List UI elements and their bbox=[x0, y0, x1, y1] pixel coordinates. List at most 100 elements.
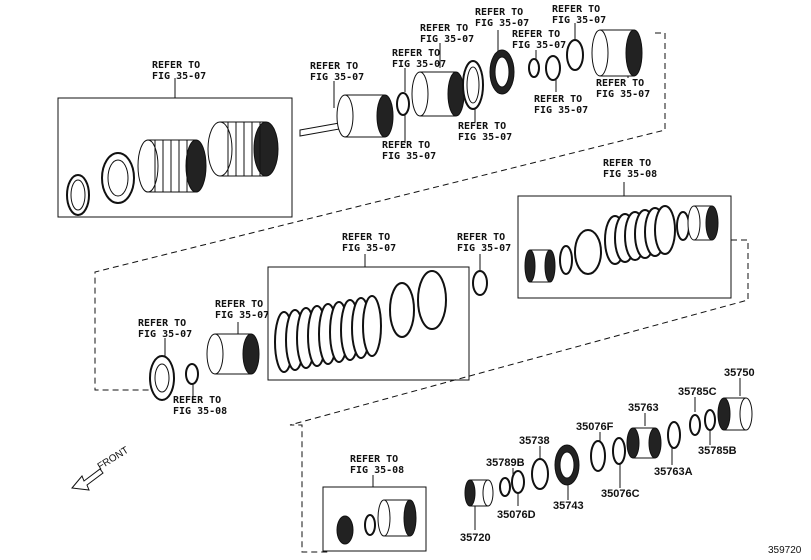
svg-text:REFER TO: REFER TO bbox=[457, 232, 505, 243]
part-number: 35076D bbox=[497, 509, 536, 521]
washer-part bbox=[689, 409, 716, 436]
clutch-pack-part bbox=[604, 205, 676, 265]
svg-text:FIG 35-07: FIG 35-07 bbox=[342, 243, 396, 254]
ring-part bbox=[462, 60, 484, 110]
sun-gear-part bbox=[464, 479, 494, 507]
assembly-line-2 bbox=[289, 239, 749, 553]
refer-label: REFER TO FIG 35-07 bbox=[420, 23, 474, 45]
refer-label: REFER TO FIG 35-07 bbox=[512, 29, 566, 51]
gear-drum-part bbox=[411, 71, 465, 117]
output-drum-part bbox=[717, 397, 753, 431]
refer-label: REFER TO FIG 35-07 bbox=[552, 4, 606, 26]
part-number: 35763A bbox=[654, 466, 693, 478]
drum-part bbox=[591, 29, 643, 77]
snap-ring-part bbox=[417, 270, 447, 330]
refer-label: REFER TO FIG 35-08 bbox=[173, 395, 227, 417]
svg-text:REFER TO: REFER TO bbox=[392, 48, 440, 59]
refer-label: REFER TO FIG 35-07 bbox=[392, 48, 446, 70]
svg-text:FIG 35-07: FIG 35-07 bbox=[512, 40, 566, 51]
part-number: 35750 bbox=[724, 367, 755, 379]
part-number: 35763 bbox=[628, 402, 659, 414]
bearing-part bbox=[612, 437, 626, 465]
snap-ring-part bbox=[676, 211, 690, 241]
clutch-hub-part bbox=[207, 121, 279, 177]
refer-label: REFER TO FIG 35-07 bbox=[475, 7, 529, 29]
part-number: 35785B bbox=[698, 445, 737, 457]
svg-text:REFER TO: REFER TO bbox=[138, 318, 186, 329]
svg-text:FIG 35-07: FIG 35-07 bbox=[382, 151, 436, 162]
ring-gear-part bbox=[489, 49, 515, 95]
bearing-part bbox=[499, 470, 525, 497]
front-label: FRONT bbox=[96, 445, 131, 473]
svg-text:FIG 35-07: FIG 35-07 bbox=[420, 34, 474, 45]
svg-text:REFER TO: REFER TO bbox=[552, 4, 600, 15]
input-shaft-part bbox=[299, 94, 394, 138]
svg-text:REFER TO: REFER TO bbox=[350, 454, 398, 465]
part-number: 35720 bbox=[460, 532, 491, 544]
svg-text:FIG 35-07: FIG 35-07 bbox=[138, 329, 192, 340]
svg-text:FIG 35-08: FIG 35-08 bbox=[173, 406, 227, 417]
snap-ring-part bbox=[66, 174, 90, 216]
gear-ring-part bbox=[149, 355, 175, 401]
svg-text:REFER TO: REFER TO bbox=[152, 60, 200, 71]
clutch-drum-part bbox=[687, 205, 719, 241]
svg-text:FIG 35-07: FIG 35-07 bbox=[310, 72, 364, 83]
front-arrow: FRONT bbox=[71, 445, 131, 491]
refer-label: REFER TO FIG 35-07 bbox=[215, 299, 269, 321]
diagram-id: 359720 bbox=[768, 545, 802, 556]
svg-text:REFER TO: REFER TO bbox=[310, 61, 358, 72]
svg-text:REFER TO: REFER TO bbox=[342, 232, 390, 243]
refer-to-line: REFER TO bbox=[173, 395, 221, 406]
refer-label: REFER TO FIG 35-07 bbox=[458, 121, 512, 143]
planetary-gear-part bbox=[524, 249, 556, 283]
thrust-bearing-part bbox=[396, 92, 410, 116]
part-number: 35789B bbox=[486, 457, 525, 469]
bearing-part bbox=[185, 363, 199, 385]
svg-text:REFER TO: REFER TO bbox=[534, 94, 582, 105]
refer-label: REFER TO FIG 35-07 bbox=[152, 60, 206, 82]
svg-text:FIG 35-07: FIG 35-07 bbox=[475, 18, 529, 29]
svg-text:FIG 35-08: FIG 35-08 bbox=[350, 465, 404, 476]
ring-part bbox=[531, 458, 549, 490]
part-number: 35743 bbox=[553, 500, 584, 512]
washer-part bbox=[528, 58, 540, 78]
svg-text:FIG 35-07: FIG 35-07 bbox=[552, 15, 606, 26]
planetary-gear-part bbox=[626, 427, 662, 459]
svg-text:FIG 35-08: FIG 35-08 bbox=[603, 169, 657, 180]
bearing-part bbox=[545, 55, 561, 81]
clutch-pack-part bbox=[274, 295, 382, 373]
piston-part bbox=[574, 229, 602, 275]
svg-text:FIG 35-07: FIG 35-07 bbox=[215, 310, 269, 321]
svg-text:REFER TO: REFER TO bbox=[596, 78, 644, 89]
svg-text:REFER TO: REFER TO bbox=[215, 299, 263, 310]
bottom-box-parts bbox=[336, 499, 417, 545]
ring-part bbox=[559, 245, 573, 275]
svg-text:FIG 35-07: FIG 35-07 bbox=[457, 243, 511, 254]
flange-part bbox=[101, 152, 135, 204]
svg-text:REFER TO: REFER TO bbox=[382, 140, 430, 151]
refer-label: REFER TO FIG 35-07 bbox=[138, 318, 192, 340]
refer-label: REFER TO FIG 35-07 bbox=[310, 61, 364, 83]
part-number: 35076F bbox=[576, 421, 614, 433]
ring-gear-part bbox=[554, 444, 580, 486]
svg-text:REFER TO: REFER TO bbox=[458, 121, 506, 132]
part-number: 35738 bbox=[519, 435, 550, 447]
refer-label: REFER TO FIG 35-07 bbox=[342, 232, 396, 254]
flange-part bbox=[389, 282, 415, 338]
clutch-drum-part bbox=[137, 139, 207, 193]
svg-text:REFER TO: REFER TO bbox=[420, 23, 468, 34]
group-box-middle bbox=[267, 266, 470, 381]
refer-label: REFER TO FIG 35-07 bbox=[534, 94, 588, 116]
planetary-carrier-part bbox=[206, 333, 260, 375]
svg-text:FIG 35-07: FIG 35-07 bbox=[458, 132, 512, 143]
refer-label: REFER TO FIG 35-07 bbox=[457, 232, 511, 254]
washer-part bbox=[472, 270, 488, 296]
part-number: 35785C bbox=[678, 386, 717, 398]
svg-text:REFER TO: REFER TO bbox=[475, 7, 523, 18]
svg-text:REFER TO: REFER TO bbox=[512, 29, 560, 40]
svg-text:FIG 35-07: FIG 35-07 bbox=[534, 105, 588, 116]
svg-text:FIG 35-07: FIG 35-07 bbox=[596, 89, 650, 100]
snap-ring-part bbox=[590, 440, 606, 472]
group-box-bottom bbox=[322, 486, 427, 552]
